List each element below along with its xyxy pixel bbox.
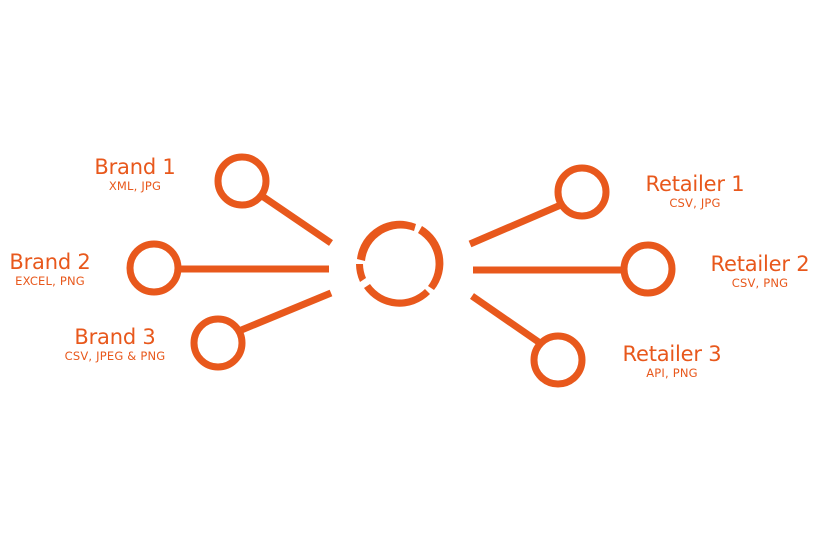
brand-3-formats: CSV, JPEG & PNG: [64, 349, 166, 363]
brand-1-title: Brand 1: [94, 155, 176, 179]
brand-1-label: Brand 1 XML, JPG: [60, 157, 210, 193]
retailer-2-label: Retailer 2 CSV, PNG: [700, 254, 820, 290]
brand-3-title: Brand 3: [74, 325, 156, 349]
brand-2-label: Brand 2 EXCEL, PNG: [0, 252, 100, 288]
retailer-3-title: Retailer 3: [622, 342, 722, 366]
brand-2-formats: EXCEL, PNG: [15, 274, 85, 288]
node-retailer-1: [554, 164, 610, 220]
brand-2-title: Brand 2: [9, 250, 91, 274]
node-brand-1: [214, 153, 270, 209]
node-brand-3: [190, 315, 246, 371]
brand-3-label: Brand 3 CSV, JPEG & PNG: [50, 327, 180, 363]
retailer-2-title: Retailer 2: [710, 252, 810, 276]
node-retailer-2: [620, 241, 676, 297]
brand-1-formats: XML, JPG: [108, 179, 162, 193]
retailer-1-formats: CSV, JPG: [669, 196, 721, 210]
retailer-1-title: Retailer 1: [645, 172, 745, 196]
node-retailer-3: [530, 332, 586, 388]
connector-brand-3: [237, 289, 333, 335]
connector-brand-1: [260, 193, 333, 246]
retailer-2-formats: CSV, PNG: [731, 276, 789, 290]
retailer-3-label: Retailer 3 API, PNG: [612, 344, 732, 380]
node-brand-2: [126, 240, 182, 296]
retailer-1-label: Retailer 1 CSV, JPG: [635, 174, 755, 210]
connector-retailer-1: [468, 200, 565, 248]
connector-retailer-3: [470, 293, 542, 346]
retailer-3-formats: API, PNG: [646, 366, 698, 380]
hub-logo-icon: [356, 220, 444, 307]
